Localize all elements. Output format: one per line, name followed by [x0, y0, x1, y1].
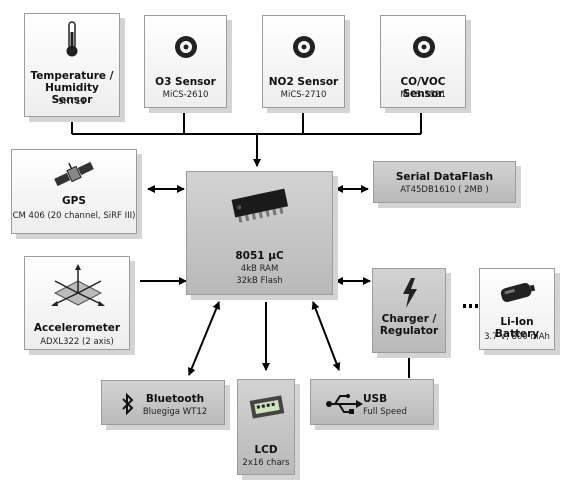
lightning-icon	[403, 278, 417, 308]
no2-sensor-title: NO2 Sensor	[268, 76, 339, 88]
mcu-flash: 32kB Flash	[236, 276, 283, 286]
usb-block: USB Full Speed	[310, 379, 434, 425]
bluetooth-block: Bluetooth Bluegiga WT12	[101, 380, 225, 425]
gas-sensor-icon	[413, 36, 435, 58]
bluetooth-icon	[122, 393, 134, 415]
temp-humidity-sensor-block: Temperature / Humidity Sensor SHT11	[24, 13, 120, 117]
charger-title: Charger / Regulator	[379, 313, 439, 337]
mcu-usb-arrow	[311, 301, 341, 371]
gas-sensor-icon	[175, 36, 197, 58]
sensor-bus-line	[71, 108, 422, 135]
serial-dataflash-block: Serial DataFlash AT45DB1610 ( 2MB )	[373, 161, 516, 203]
charger-regulator-block: Charger / Regulator	[372, 268, 446, 353]
usb-spec: Full Speed	[363, 407, 407, 417]
lcd-block: LCD 2x16 chars	[237, 379, 295, 475]
usb-title: USB	[363, 393, 388, 405]
accelerometer-title: Accelerometer	[33, 322, 121, 334]
lcd-title: LCD	[254, 444, 278, 456]
dataflash-title: Serial DataFlash	[395, 171, 494, 183]
mcu-title: 8051 µC	[235, 250, 284, 262]
axes-icon	[51, 264, 105, 306]
lcd-module-icon	[249, 395, 285, 419]
thermometer-icon	[66, 21, 78, 57]
gps-part: CM 406 (20 channel, SiRF III)	[12, 211, 136, 221]
o3-sensor-block: O3 Sensor MiCS-2610	[144, 15, 227, 108]
gps-title: GPS	[62, 195, 86, 207]
chip-icon	[231, 188, 289, 223]
accelerometer-part: ADXL322 (2 axis)	[40, 337, 114, 347]
temp-sensor-part: SHT11	[58, 97, 86, 107]
temp-sensor-title: Temperature / Humidity Sensor	[30, 70, 114, 106]
mcu-bluetooth-arrow	[187, 301, 221, 376]
co-voc-sensor-part: MiCS-5521	[400, 90, 446, 100]
co-voc-sensor-block: CO/VOC Sensor MiCS-5521	[380, 15, 466, 108]
gps-block: GPS CM 406 (20 channel, SiRF III)	[11, 149, 137, 234]
satellite-icon	[54, 161, 94, 187]
accelerometer-block: Accelerometer ADXL322 (2 axis)	[24, 256, 130, 350]
li-ion-battery-block: Li-Ion Battery 3.7 V, 800 mAh	[479, 268, 555, 350]
battery-spec: 3.7 V, 800 mAh	[484, 332, 550, 342]
mcu-ram: 4kB RAM	[240, 264, 279, 274]
no2-sensor-part: MiCS-2710	[280, 90, 327, 100]
usb-icon	[326, 394, 363, 414]
bluetooth-part: Bluegiga WT12	[142, 407, 208, 417]
lcd-spec: 2x16 chars	[242, 458, 290, 468]
gas-sensor-icon	[293, 36, 315, 58]
bluetooth-title: Bluetooth	[145, 393, 205, 405]
battery-title: Li-Ion Battery	[494, 316, 540, 340]
co-voc-sensor-title: CO/VOC Sensor	[400, 76, 446, 100]
no2-sensor-block: NO2 Sensor MiCS-2710	[262, 15, 345, 108]
dataflash-part: AT45DB1610 ( 2MB )	[400, 185, 489, 195]
mcu-block: 8051 µC 4kB RAM 32kB Flash	[186, 171, 333, 295]
o3-sensor-part: MiCS-2610	[162, 90, 209, 100]
battery-icon	[500, 282, 536, 303]
o3-sensor-title: O3 Sensor	[155, 76, 216, 88]
